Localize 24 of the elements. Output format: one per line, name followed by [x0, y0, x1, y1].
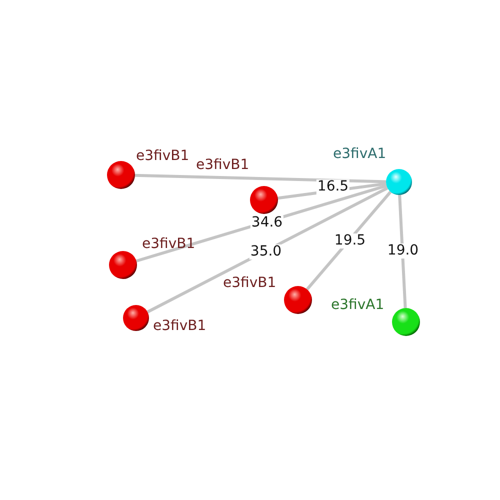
distance-label: 35.0: [249, 244, 283, 260]
node-label: e3fivB1: [196, 157, 250, 173]
connector-line: [306, 190, 392, 290]
sphere: [107, 161, 135, 189]
node-label: e3fivB1: [136, 148, 190, 164]
sphere: [284, 286, 312, 314]
sphere: [250, 186, 278, 214]
node-label: e3fivA1: [333, 146, 386, 162]
connector-line: [398, 194, 407, 308]
node-label: e3fivA1: [331, 297, 384, 313]
distance-label: 16.5: [316, 180, 350, 194]
distance-label: 19.5: [333, 234, 367, 248]
connector-line: [134, 174, 386, 184]
node-label: e3fivB1: [142, 236, 196, 252]
sphere: [386, 169, 412, 195]
node-label: e3fivB1: [153, 318, 206, 334]
connector-line: [136, 184, 388, 262]
distance-label: 34.6: [250, 216, 284, 230]
connector-line: [146, 186, 388, 314]
node-label: e3fivB1: [223, 275, 276, 291]
sphere: [123, 305, 149, 331]
distance-label: 19.0: [386, 244, 420, 258]
sphere: [109, 251, 137, 279]
sphere: [392, 308, 420, 336]
